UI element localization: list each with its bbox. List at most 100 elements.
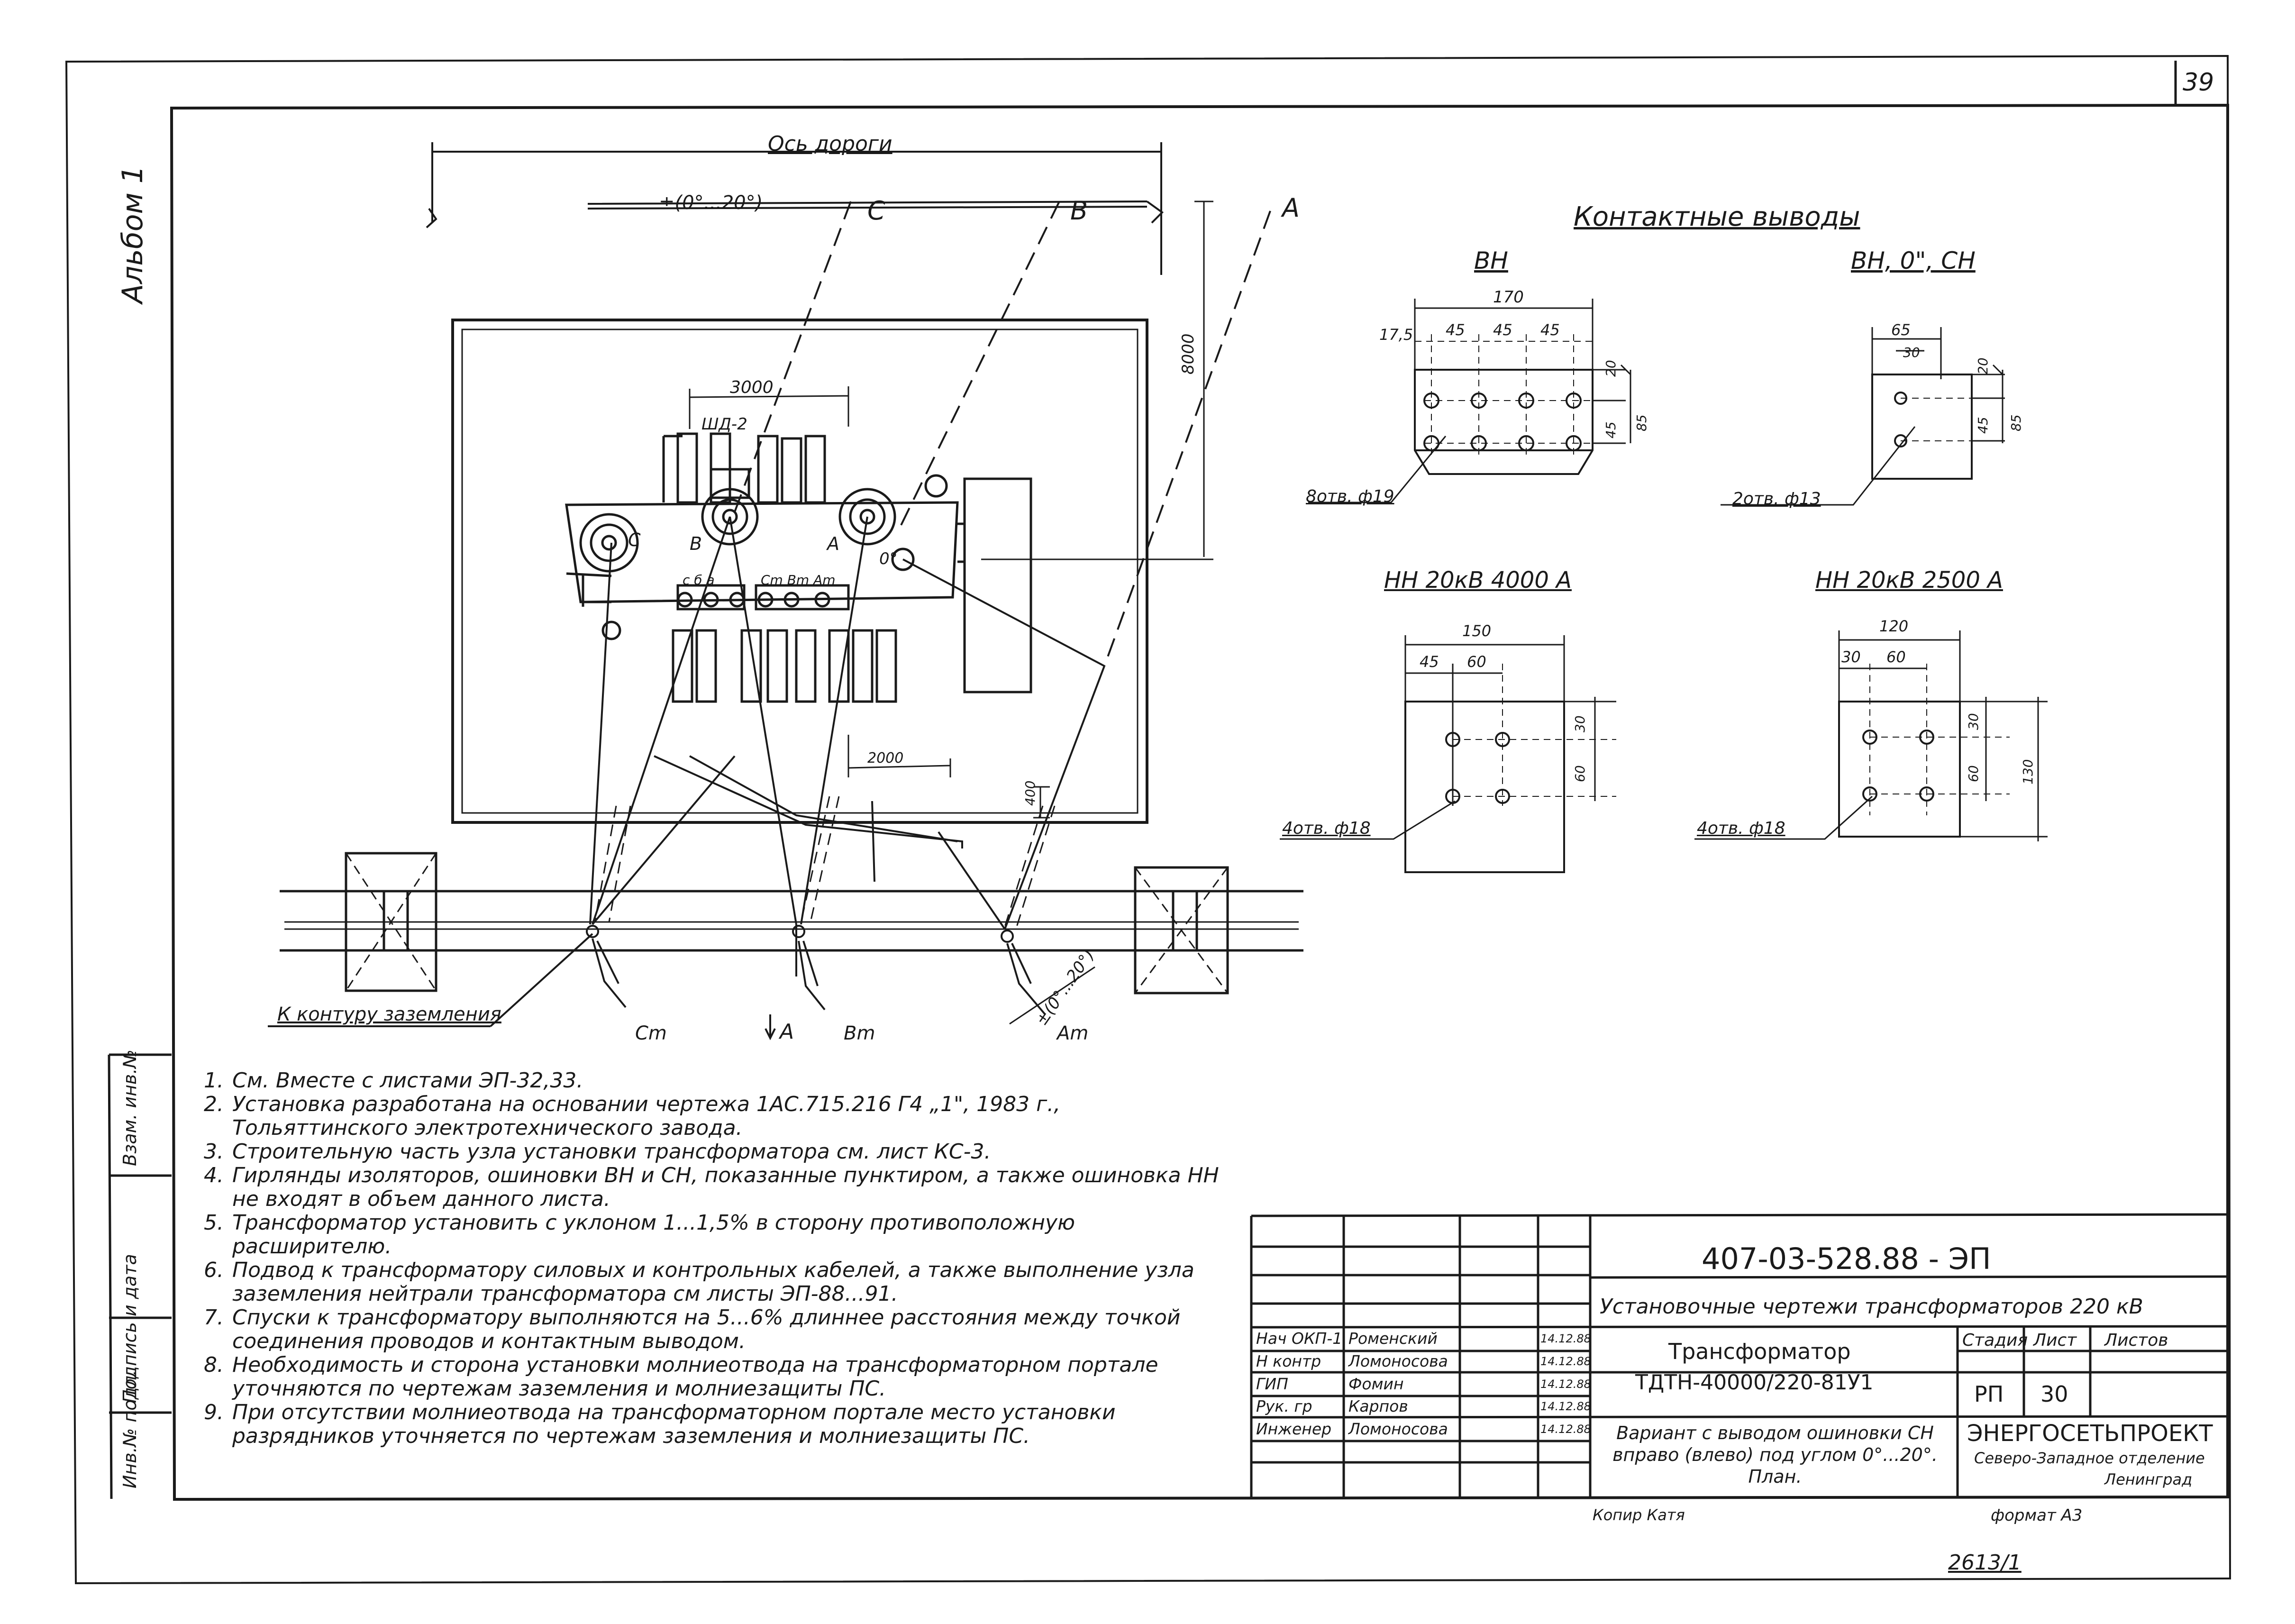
- side-strip: [108, 1053, 172, 1499]
- phase-c-small: C: [628, 529, 641, 550]
- format-label: формат A3: [1991, 1506, 2083, 1525]
- phase-a-bottom: A: [780, 1020, 794, 1044]
- project-title: Установочные чертежи трансформаторов 220…: [1600, 1295, 2143, 1319]
- person-name: Ломоносова: [1348, 1352, 1448, 1370]
- vn-d20: 20: [1603, 360, 1619, 377]
- phase-c-label: C: [867, 196, 885, 226]
- doc-code: 407-03-528.88 - ЭП: [1702, 1241, 1991, 1276]
- copied-by: Копир Катя: [1593, 1506, 1685, 1524]
- nn4000-d60: 60: [1467, 653, 1486, 671]
- note-item: 1.См. Вместе с листами ЭП-32,33.: [204, 1068, 583, 1093]
- item-title: Трансформатор: [1668, 1339, 1851, 1364]
- sheets-header: Листов: [2104, 1331, 2168, 1350]
- person-name: Карпов: [1348, 1397, 1408, 1415]
- conductors: [589, 516, 1105, 976]
- cm-label: Cm: [635, 1022, 667, 1044]
- person-name: Фомин: [1348, 1375, 1404, 1393]
- person-date: 14.12.88: [1540, 1332, 1591, 1345]
- phase-a-label: A: [1282, 193, 1300, 223]
- variant-text: Вариант с выводом ошиновки СН вправо (вл…: [1612, 1423, 1938, 1487]
- busbar-labels-m: Cm Bm Am: [761, 572, 836, 588]
- person-role: Нач ОКП-1: [1256, 1329, 1343, 1348]
- nn4000-terminal: [1280, 635, 1616, 873]
- road-axis-label: Ось дороги: [768, 132, 892, 156]
- person-name: Роменский: [1348, 1329, 1438, 1348]
- stage-value: РП: [1974, 1381, 2004, 1407]
- nn4000-d30: 30: [1572, 715, 1588, 732]
- nn2500-d30v: 30: [1966, 713, 1981, 730]
- busbar-labels: с б а: [683, 572, 715, 588]
- vn-d175: 17,5: [1379, 326, 1413, 344]
- page-number: 39: [2183, 68, 2214, 97]
- sheet-value: 30: [2040, 1381, 2068, 1407]
- vn0sn-terminal: [1721, 327, 2005, 506]
- note-item: 6.Подвод к трансформатору силовых и конт…: [204, 1258, 1194, 1306]
- note-item: 3.Строительную часть узла установки тран…: [204, 1140, 991, 1164]
- vn-d45v: 45: [1603, 421, 1619, 438]
- nn2500-d60v: 60: [1966, 765, 1981, 782]
- vn0sn-d45: 45: [1975, 417, 1991, 434]
- sheet-header: Лист: [2033, 1331, 2077, 1350]
- org-city: Ленинград: [2104, 1470, 2193, 1488]
- org-branch: Северо-Западное отделение: [1974, 1449, 2205, 1467]
- grounding-label: К контуру заземления: [277, 1004, 501, 1025]
- nn2500-d130: 130: [2020, 759, 2036, 785]
- vn-title: ВН: [1474, 247, 1508, 274]
- inner-frame: [170, 103, 2229, 1501]
- vn-d170: 170: [1493, 288, 1524, 307]
- vn-d85: 85: [1634, 414, 1649, 431]
- nn2500-d60: 60: [1886, 648, 1906, 666]
- nn2500-d30: 30: [1841, 648, 1861, 666]
- person-date: 14.12.88: [1540, 1355, 1591, 1368]
- nn2500-terminal: [1694, 630, 2048, 841]
- note-item: 2.Установка разработана на основании чер…: [204, 1092, 1061, 1140]
- vn-terminal: [1308, 299, 1631, 503]
- title-block-grid: [1250, 1213, 2228, 1498]
- dim-8000: 8000: [1179, 333, 1198, 374]
- person-date: 14.12.88: [1540, 1378, 1591, 1391]
- vn0sn-d30: 30: [1903, 345, 1920, 360]
- note-item: 8.Необходимость и сторона установки молн…: [204, 1353, 1158, 1401]
- vn0sn-title: ВН, 0", СН: [1851, 247, 1976, 274]
- phase-lines: [734, 201, 1271, 666]
- am-label: Am: [1057, 1022, 1089, 1044]
- nn4000-holes: 4отв. ф18: [1282, 819, 1371, 838]
- side-strip-replace: Взам. инв.№: [119, 1049, 140, 1166]
- nn2500-holes: 4отв. ф18: [1697, 819, 1785, 838]
- nn4000-d45: 45: [1420, 653, 1439, 671]
- phase-a-small: A: [827, 533, 839, 554]
- nn2500-title: НН 20кВ 2500 А: [1815, 567, 2003, 593]
- person-role: Н контр: [1256, 1352, 1321, 1370]
- dim-2000: 2000: [867, 750, 904, 766]
- note-item: 7.Спуски к трансформатору выполняются на…: [204, 1305, 1181, 1353]
- nn4000-title: НН 20кВ 4000 А: [1384, 567, 1572, 593]
- person-date: 14.12.88: [1540, 1423, 1591, 1436]
- outer-frame: [65, 55, 2231, 1585]
- person-name: Ломоносова: [1348, 1420, 1448, 1438]
- nn4000-d60v: 60: [1572, 765, 1588, 782]
- general-notes: 1.См. Вместе с листами ЭП-32,33. 2.Устан…: [204, 1069, 1237, 1448]
- vn-d45c: 45: [1540, 321, 1560, 339]
- dim-400: 400: [1022, 780, 1038, 806]
- item-model: ТДТН-40000/220-81У1: [1635, 1370, 1874, 1395]
- vn-d45a: 45: [1446, 321, 1465, 339]
- person-role: ГИП: [1256, 1375, 1288, 1393]
- note-item: 4.Гирлянды изоляторов, ошиновки ВН и СН,…: [204, 1163, 1219, 1211]
- portal-beam: [280, 852, 1303, 994]
- stage-header: Стадия: [1962, 1331, 2028, 1350]
- vn-d45b: 45: [1493, 321, 1512, 339]
- person-date: 14.12.88: [1540, 1400, 1591, 1413]
- phase-b-label: B: [1070, 196, 1088, 226]
- nn2500-d120: 120: [1879, 617, 1909, 635]
- nn4000-d150: 150: [1462, 622, 1492, 640]
- cabinet-label: ШД-2: [701, 415, 747, 434]
- note-item: 9.При отсутствии молниеотвода на трансфо…: [204, 1400, 1116, 1448]
- vn0sn-d65: 65: [1891, 321, 1911, 339]
- bm-label: Bm: [844, 1022, 875, 1044]
- side-strip-sign: Подпись и дата: [119, 1254, 140, 1403]
- road-axis: [426, 142, 1164, 275]
- transformer-pad: [451, 319, 1148, 824]
- phase-b-small: B: [690, 533, 702, 554]
- org-name: ЭНЕРГОСЕТЬПРОЕКТ: [1967, 1420, 2213, 1447]
